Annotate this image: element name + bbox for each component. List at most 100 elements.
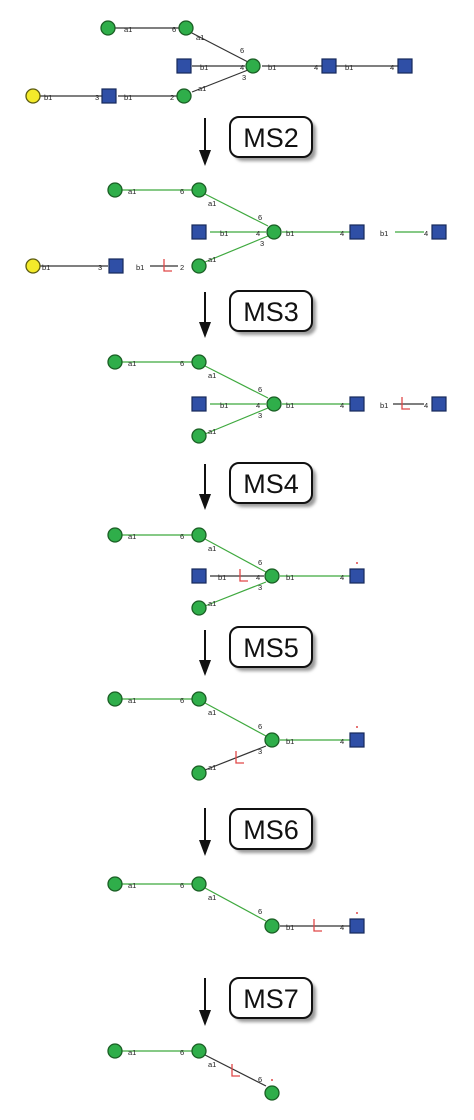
glcnac-icon	[349, 568, 365, 584]
stage-label: MS6	[243, 815, 299, 845]
linkage-label: 6	[258, 907, 262, 916]
mannose-icon	[266, 396, 282, 412]
mannose-icon	[266, 224, 282, 240]
linkage-label: a1	[128, 1048, 136, 1057]
structure-ms2: a1 6 a1 6 b1 4 b1 4 b1 4 3 a1 b1 3 b1 2	[25, 182, 447, 274]
linkage-label: a1	[208, 255, 216, 264]
mannose-icon	[245, 58, 261, 74]
glcnac-icon	[101, 88, 117, 104]
mannose-icon	[178, 20, 194, 36]
structure-ms3: a1 6 a1 6 b1 4 b1 4 b1 4 3 a1	[107, 354, 447, 444]
mannose-icon	[107, 354, 123, 370]
glcnac-icon	[349, 918, 365, 934]
glcnac-icon	[191, 224, 207, 240]
mannose-icon	[264, 918, 280, 934]
stage-label: MS2	[243, 123, 299, 153]
linkage-label: b1	[286, 229, 294, 238]
linkage-label: a1	[208, 544, 216, 553]
stage-step-ms6: MS6	[199, 808, 316, 856]
linkage-label: 6	[258, 722, 262, 731]
linkage-label: b1	[380, 229, 388, 238]
glcnac-icon	[431, 224, 447, 240]
mannose-icon	[107, 1043, 123, 1059]
linkage-label: b1	[220, 401, 228, 410]
reducing-end-marker	[356, 562, 358, 564]
linkage-label: 2	[180, 263, 184, 272]
linkage-label: b1	[286, 923, 294, 932]
linkage-label: 6	[258, 1075, 262, 1084]
glcnac-icon	[191, 568, 207, 584]
glcnac-icon	[349, 224, 365, 240]
mannose-icon	[107, 876, 123, 892]
linkage-label: b1	[286, 573, 294, 582]
linkage-label: b1	[42, 263, 50, 272]
linkage-label: 4	[390, 63, 394, 72]
structure-ms4: a1 6 a1 6 b1 4 b1 4 3 a1	[107, 527, 365, 616]
linkage-label: 6	[180, 1048, 184, 1057]
linkage-label: 6	[258, 558, 262, 567]
mannose-icon	[191, 258, 207, 274]
mannose-icon	[191, 691, 207, 707]
linkage-label: b1	[286, 401, 294, 410]
linkage-label: a1	[208, 708, 216, 717]
mannose-icon	[191, 1043, 207, 1059]
linkage-label: 3	[98, 263, 102, 272]
stage-label: MS5	[243, 633, 299, 663]
structure-ms6: a1 6 a1 6 b1 4	[107, 876, 365, 934]
linkage-label: 2	[170, 93, 174, 102]
galactose-icon	[25, 258, 41, 274]
linkage-label: 4	[340, 401, 344, 410]
linkage-label: a1	[208, 1060, 216, 1069]
linkage-label: a1	[198, 84, 206, 93]
mannose-icon	[264, 568, 280, 584]
linkage-label: 3	[242, 73, 246, 82]
glcnac-icon	[321, 58, 337, 74]
linkage-label: 3	[95, 93, 99, 102]
linkage-label: 4	[256, 229, 260, 238]
linkage-label: 6	[258, 385, 262, 394]
structure-ms7: a1 6 a1 6	[107, 1043, 280, 1101]
stage-step-ms5: MS5	[199, 626, 316, 676]
mannose-icon	[176, 88, 192, 104]
stage-label: MS4	[243, 469, 299, 499]
linkage-label: a1	[208, 371, 216, 380]
linkage-label: 4	[424, 401, 428, 410]
mannose-icon	[107, 691, 123, 707]
linkage-label: 6	[180, 881, 184, 890]
glcnac-icon	[349, 396, 365, 412]
reducing-end-marker	[271, 1079, 273, 1081]
linkage-label: 6	[180, 532, 184, 541]
linkage-label: b1	[286, 737, 294, 746]
linkage-label: b1	[44, 93, 52, 102]
glcnac-icon	[397, 58, 413, 74]
mannose-icon	[264, 732, 280, 748]
mannose-icon	[107, 527, 123, 543]
linkage-label: a1	[208, 599, 216, 608]
linkage-label: a1	[208, 199, 216, 208]
linkage-label: 3	[258, 747, 262, 756]
linkage-label: a1	[128, 532, 136, 541]
mannose-icon	[191, 182, 207, 198]
linkage-label: 4	[240, 63, 244, 72]
linkage-label: 4	[340, 737, 344, 746]
linkage-label: 6	[180, 359, 184, 368]
linkage-label: 3	[258, 583, 262, 592]
linkage-label: 4	[340, 573, 344, 582]
linkage-label: 6	[180, 696, 184, 705]
linkage-label: 4	[256, 573, 260, 582]
linkage-label: 4	[256, 401, 260, 410]
mannose-icon	[191, 428, 207, 444]
linkage-label: b1	[136, 263, 144, 272]
glcnac-icon	[108, 258, 124, 274]
linkage-label: b1	[268, 63, 276, 72]
linkage-label: 4	[314, 63, 318, 72]
stage-label: MS7	[243, 984, 299, 1014]
linkage-label: 6	[172, 25, 176, 34]
linkage-label: 3	[258, 411, 262, 420]
mannose-icon	[191, 600, 207, 616]
linkage-label: 6	[180, 187, 184, 196]
stage-step-ms2: MS2	[199, 116, 316, 166]
linkage-label: 4	[424, 229, 428, 238]
mannose-icon	[264, 1085, 280, 1101]
